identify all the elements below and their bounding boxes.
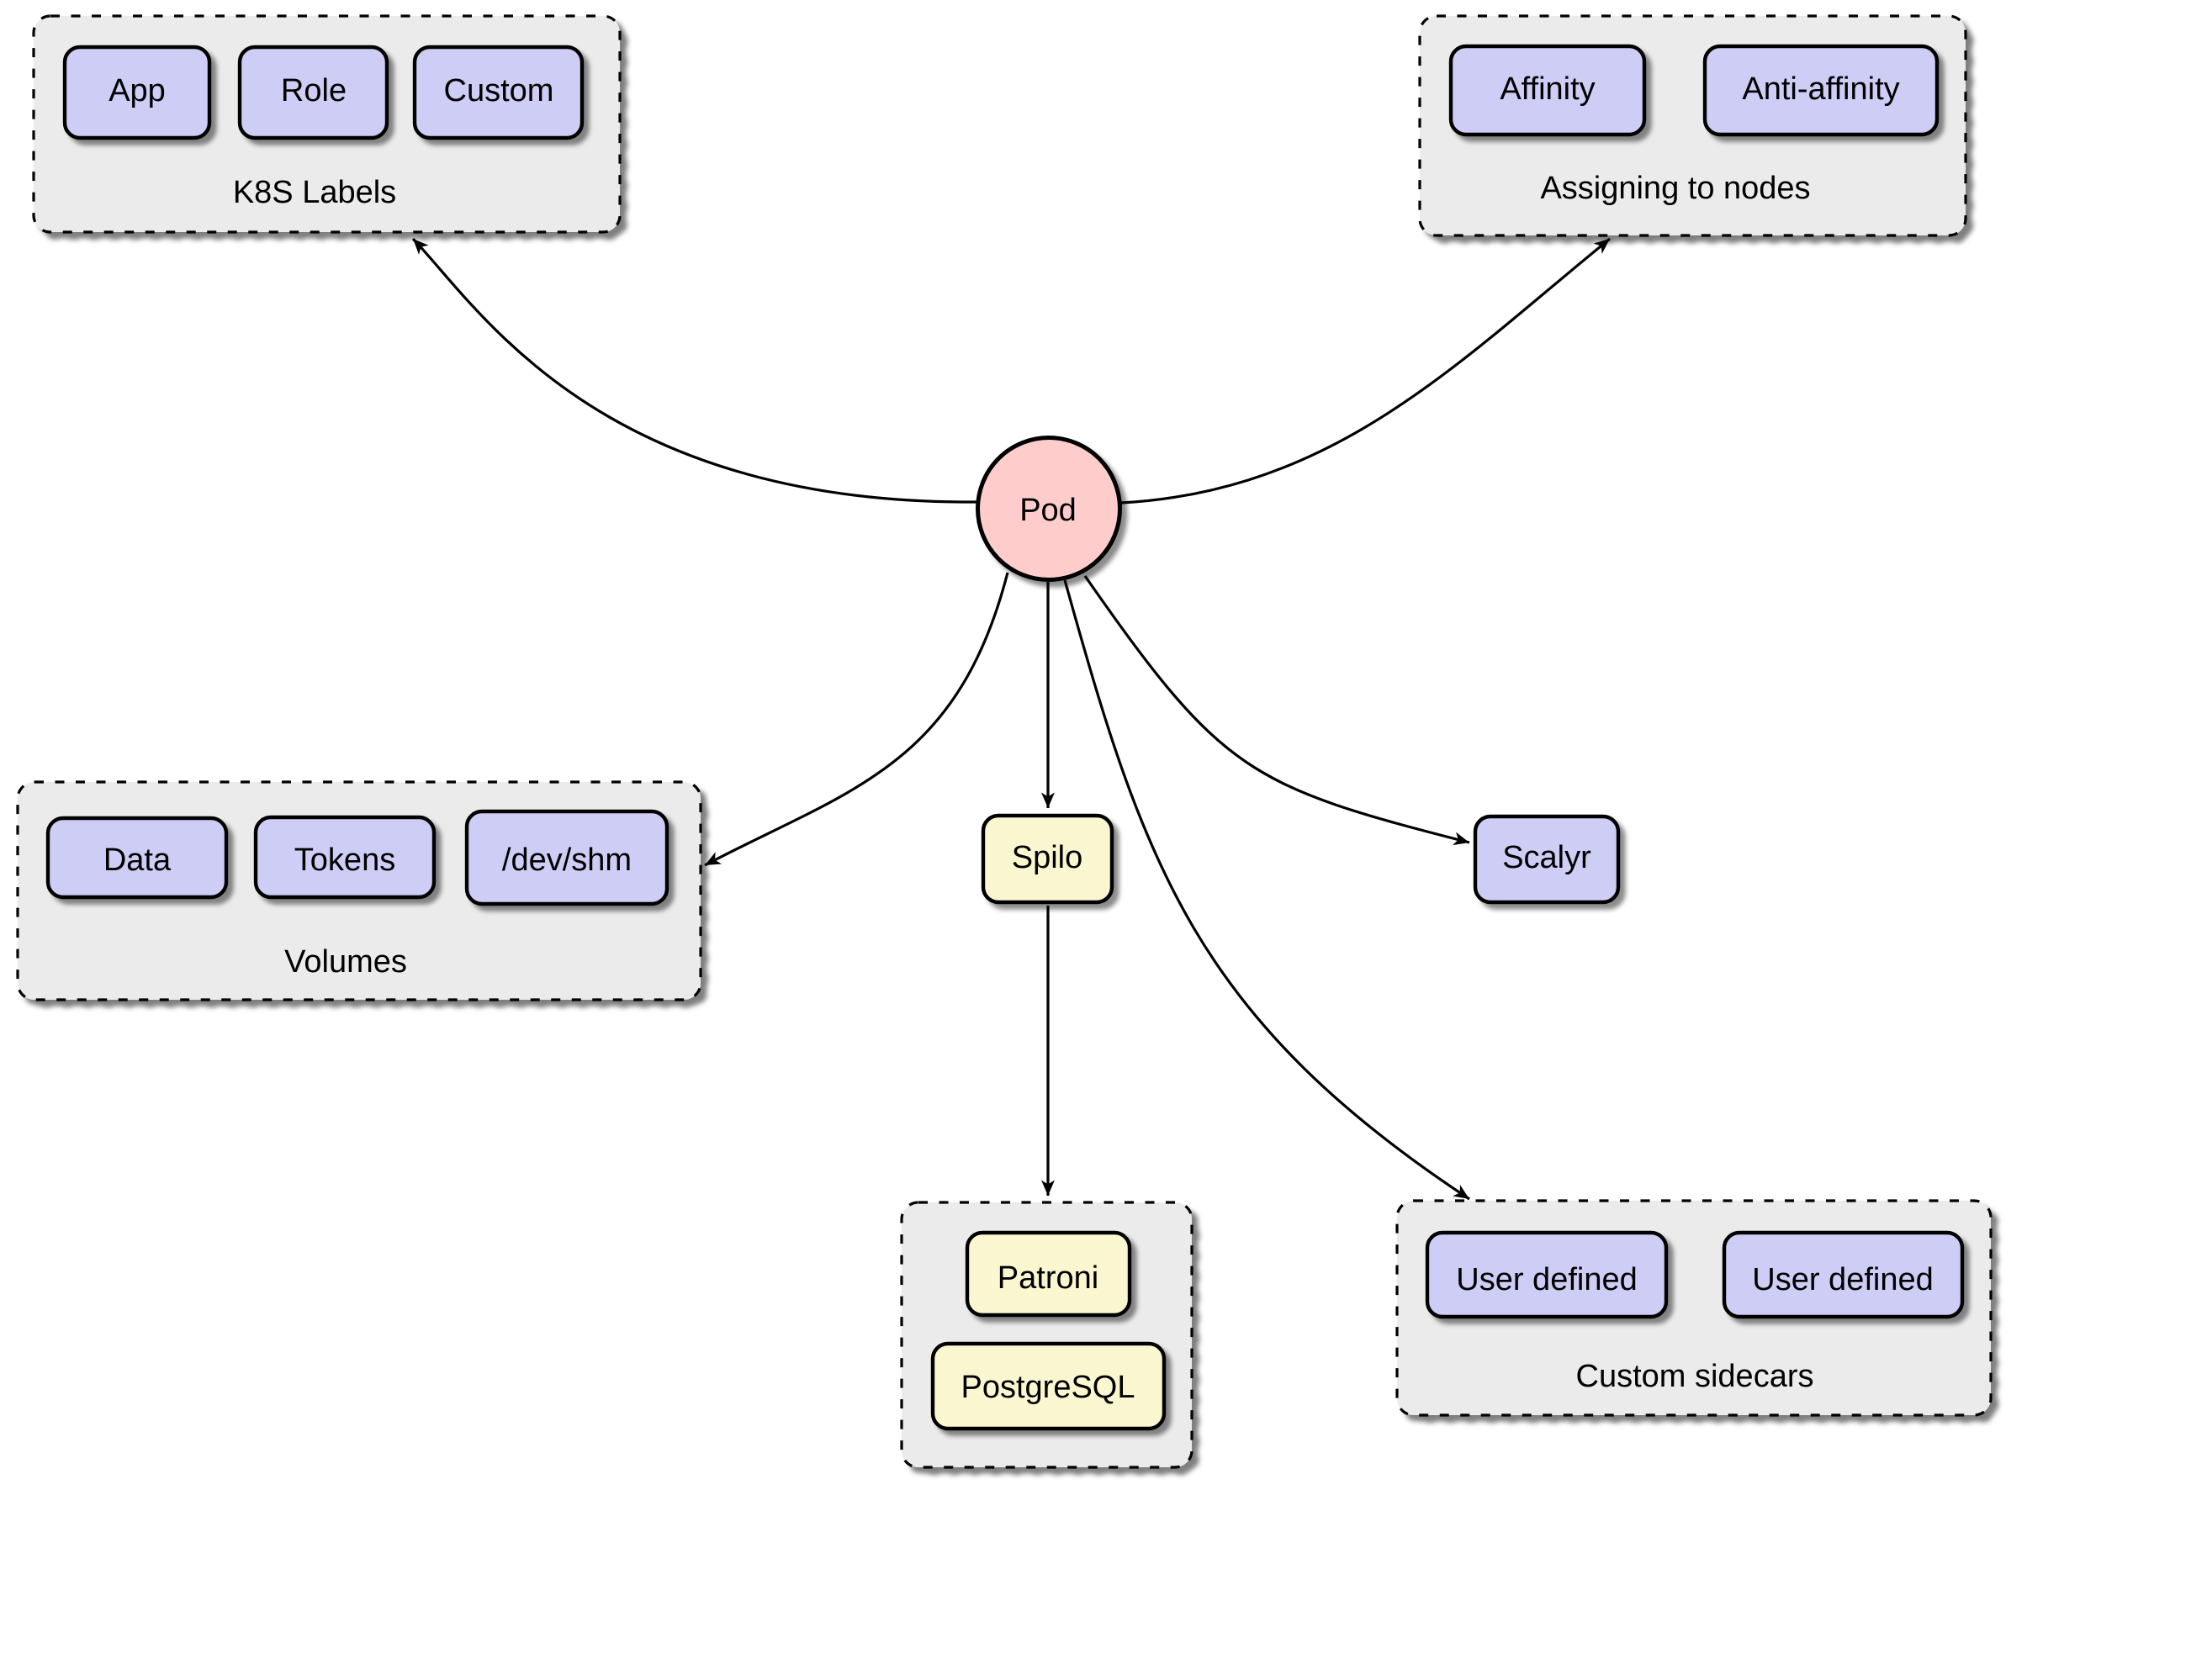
svg-text:Role: Role bbox=[281, 73, 347, 108]
svg-text:Patroni: Patroni bbox=[998, 1260, 1098, 1296]
svg-text:Pod: Pod bbox=[1019, 493, 1077, 528]
svg-text:K8S Labels: K8S Labels bbox=[233, 175, 396, 210]
svg-text:Anti-affinity: Anti-affinity bbox=[1742, 71, 1899, 107]
svg-text:Custom: Custom bbox=[444, 73, 554, 108]
svg-text:App: App bbox=[108, 73, 166, 108]
svg-text:Scalyr: Scalyr bbox=[1502, 840, 1591, 875]
svg-text:Volumes: Volumes bbox=[284, 944, 407, 980]
svg-text:User defined: User defined bbox=[1456, 1262, 1637, 1297]
svg-text:Assigning to nodes: Assigning to nodes bbox=[1540, 171, 1810, 206]
svg-text:Data: Data bbox=[103, 843, 172, 878]
svg-text:Custom sidecars: Custom sidecars bbox=[1576, 1359, 1814, 1394]
svg-text:Spilo: Spilo bbox=[1012, 840, 1083, 875]
svg-text:Tokens: Tokens bbox=[294, 843, 395, 878]
svg-text:PostgreSQL: PostgreSQL bbox=[961, 1370, 1135, 1405]
svg-text:User defined: User defined bbox=[1752, 1262, 1933, 1297]
svg-text:/dev/shm: /dev/shm bbox=[502, 843, 632, 878]
svg-text:Affinity: Affinity bbox=[1500, 71, 1595, 107]
